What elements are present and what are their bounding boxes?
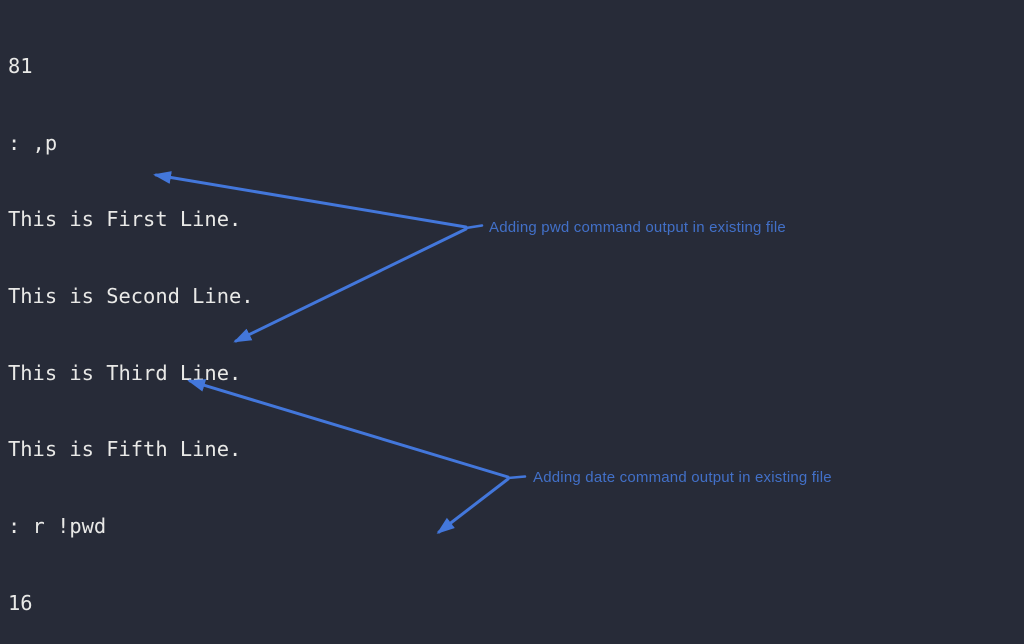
terminal-output[interactable]: 81 : ,p This is First Line. This is Seco… [8,3,450,644]
terminal-line: 81 [8,54,33,79]
date-annotation-label: Adding date command output in existing f… [533,469,832,486]
terminal-line: : r !pwd [8,513,107,538]
date-annotation-connector [506,475,527,480]
terminal-line: : ,p [8,130,58,155]
pwd-annotation-connector [464,224,484,230]
terminal-line: This is Second Line. [8,284,254,309]
terminal-line: This is First Line. [8,207,242,232]
terminal-line: This is Third Line. [8,360,242,385]
terminal-line: This is Fifth Line. [8,437,242,462]
terminal-line: 16 [8,590,33,615]
pwd-annotation-label: Adding pwd command output in existing fi… [489,219,786,236]
